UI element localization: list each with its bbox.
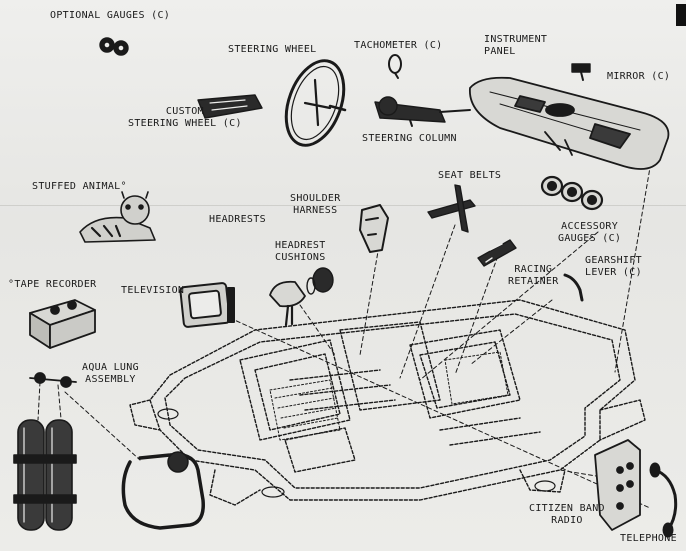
television-part bbox=[179, 282, 235, 328]
citizen-band-radio-part bbox=[594, 439, 641, 531]
chassis-floor-pan bbox=[129, 299, 646, 506]
label-instrument-panel: INSTRUMENT PANEL bbox=[484, 34, 548, 57]
steering-wheel-part bbox=[284, 59, 347, 147]
label-gearshift-lever: GEARSHIFT LEVER (C) bbox=[585, 255, 642, 278]
optional-gauges-part bbox=[99, 37, 129, 56]
chassis-mount-holes bbox=[157, 408, 556, 498]
label-tachometer: TACHOMETER (C) bbox=[354, 40, 443, 51]
stuffed-animal-part bbox=[79, 191, 156, 243]
label-seat-belts: SEAT BELTS bbox=[438, 170, 502, 181]
label-stuffed-animal: STUFFED ANIMAL° bbox=[32, 181, 127, 192]
seat-rows bbox=[269, 351, 509, 441]
label-television: TELEVISION bbox=[121, 285, 185, 296]
label-accessory-gauges: ACCESSORY GAUGES (C) bbox=[558, 221, 622, 244]
telephone-part bbox=[649, 462, 678, 538]
label-optional-gauges: OPTIONAL GAUGES (C) bbox=[50, 10, 171, 21]
page-corner-mark bbox=[676, 4, 686, 26]
label-shoulder-harness: SHOULDER HARNESS bbox=[290, 193, 341, 216]
seat-belts-part bbox=[427, 184, 476, 233]
label-citizen-band-radio: CITIZEN BAND RADIO bbox=[529, 503, 605, 526]
fold-line bbox=[0, 205, 686, 206]
label-mirror: MIRROR (C) bbox=[607, 71, 671, 82]
tachometer-part bbox=[388, 54, 402, 79]
label-telephone: TELEPHONE bbox=[620, 533, 677, 544]
mirror-part bbox=[571, 63, 591, 81]
aqua-lung-regulator-part bbox=[29, 372, 77, 388]
accessory-gauges-part bbox=[540, 175, 604, 211]
instrument-panel-part bbox=[469, 76, 670, 170]
label-steering-wheel: STEERING WHEEL bbox=[228, 44, 317, 55]
label-aqua-lung-assembly: AQUA LUNG ASSEMBLY bbox=[82, 362, 139, 385]
tape-recorder-part bbox=[29, 299, 96, 349]
shoulder-harness-part bbox=[359, 204, 389, 253]
label-custom-steering-wheel: CUSTOM STEERING WHEEL (C) bbox=[128, 106, 242, 129]
label-tape-recorder: °TAPE RECORDER bbox=[8, 279, 97, 290]
custom-steering-wheel-part bbox=[197, 94, 263, 119]
label-headrest-cushions: HEADREST CUSHIONS bbox=[275, 240, 326, 263]
racing-retainer-part bbox=[477, 239, 517, 267]
label-racing-retainer: RACING RETAINER bbox=[508, 264, 559, 287]
headrest-cushions-part bbox=[306, 267, 334, 295]
label-steering-column: STEERING COLUMN bbox=[362, 133, 457, 144]
aqua-lung-hose-part bbox=[121, 451, 205, 530]
gearshift-lever-part bbox=[563, 273, 584, 302]
aqua-lung-tanks-part bbox=[13, 419, 77, 531]
headrests-part bbox=[269, 280, 306, 327]
label-headrests: HEADRESTS bbox=[209, 214, 266, 225]
steering-column-part bbox=[374, 96, 471, 127]
